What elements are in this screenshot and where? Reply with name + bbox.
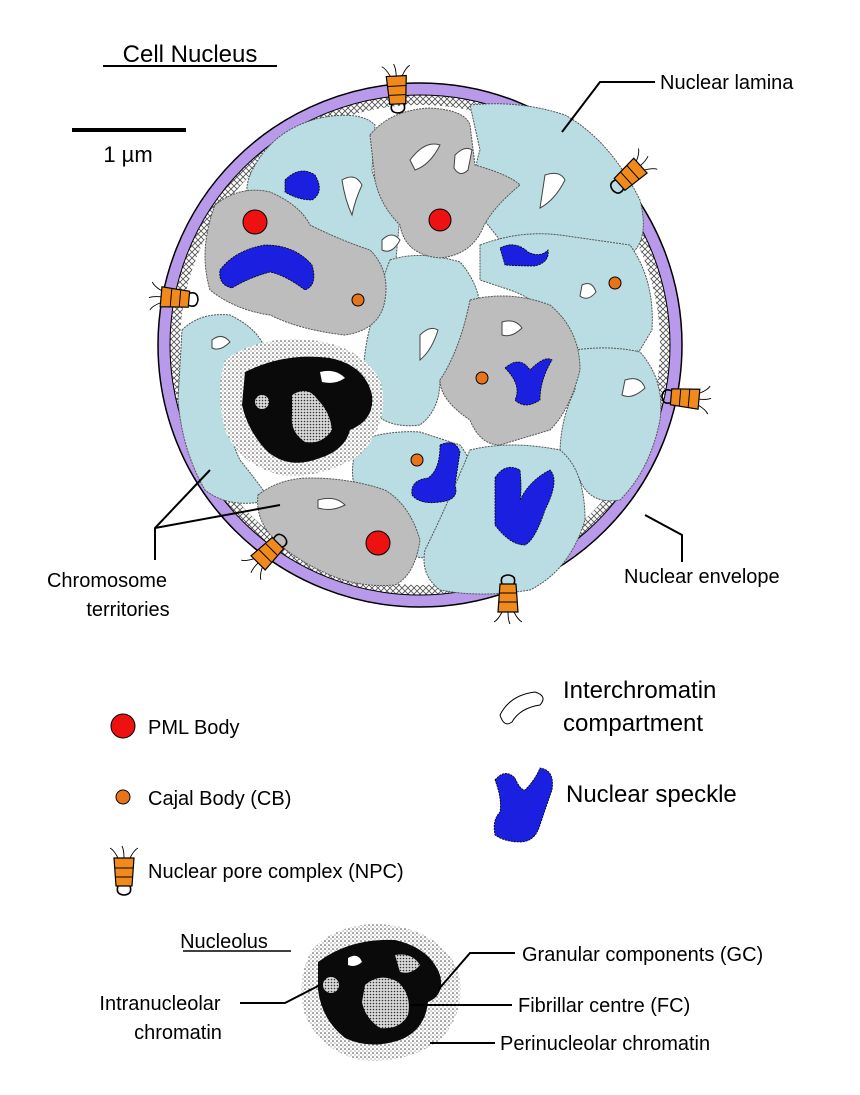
interchromatin-5 [419,327,439,362]
nucleolus-gap [320,370,345,383]
speckle-2 [219,244,315,291]
leader-chromosome-2 [154,504,281,529]
territory-gray-bottom [257,477,421,587]
speckle-3 [499,244,549,267]
interchromatin-3 [341,176,363,217]
legend-pml-label: PML Body [148,717,240,739]
territory-gray-top [369,107,521,259]
nucleolus-detail [301,924,461,1061]
leader-nuclear-envelope [644,514,683,562]
nucleolus-in-nucleus [220,339,384,476]
cajal-body-2 [608,276,622,290]
interchromatin-2 [453,147,473,174]
legend-speckle-icon [493,767,553,843]
interchromatin-9 [381,234,401,252]
speckle-6 [494,466,555,546]
nucleolus-detail-gap [348,955,362,966]
legend-interchromatin-label-1: Interchromatin [563,677,716,704]
label-fibrillar: Fibrillar centre (FC) [518,995,690,1017]
legend-speckle-label: Nuclear speckle [566,781,737,808]
pml-body-2 [428,208,452,232]
legend-npc-icon [109,845,139,896]
label-intranucleolar-2: chromatin [134,1022,222,1044]
legend-interchromatin-label-2: compartment [563,710,703,737]
pml-bodies [242,208,452,556]
nucleolus-detail-fc [362,977,409,1029]
nuclear-speckles [219,170,555,546]
label-chromosome-territories-2: territories [86,599,169,621]
diagram-title: Cell Nucleus [123,41,258,68]
intranucleolar-chromatin-dot [255,395,269,409]
nucleolus-title: Nucleolus [180,931,268,953]
interchromatin-10 [579,283,597,299]
interchromatin-6 [501,320,523,337]
legend-interchromatin-icon [499,691,544,725]
speckle-4 [504,358,553,406]
interchromatin-4 [539,172,566,209]
pml-body-3 [365,530,391,556]
interchromatin-shapes [211,143,646,510]
speckle-1 [284,170,320,201]
speckle-5 [411,442,461,504]
leader-nuclear-lamina [561,81,655,133]
nucleolus-detail-gc-patch [395,954,420,973]
legend-npc-label: Nuclear pore complex (NPC) [148,861,404,883]
pml-body-1 [242,209,268,235]
cajal-body-3 [475,371,489,385]
cajal-bodies [351,276,622,467]
legend-cajal-icon [115,789,131,805]
cajal-body-1 [351,293,365,307]
label-nuclear-envelope: Nuclear envelope [624,566,780,588]
label-nuclear-lamina: Nuclear lamina [660,72,794,94]
nucleolus-fibrillar-centre [291,391,332,443]
interchromatin-11 [211,336,231,350]
leader-intranucleolar [240,984,321,1004]
interchromatin-1 [409,143,441,171]
interchromatin-8 [317,497,346,510]
nucleolus-detail-intranucleolar [323,977,339,993]
cajal-body-4 [410,453,424,467]
label-chromosome-territories-1: Chromosome [47,570,167,592]
scale-bar-label: 1 µm [103,142,152,167]
label-perinucleolar: Perinucleolar chromatin [500,1033,710,1055]
legend-cajal-label: Cajal Body (CB) [148,788,291,810]
legend-pml-icon [110,713,136,739]
leader-granular [437,952,515,991]
label-granular: Granular components (GC) [522,944,763,966]
label-intranucleolar-1: Intranucleolar [99,993,221,1015]
interchromatin-7 [621,378,646,397]
